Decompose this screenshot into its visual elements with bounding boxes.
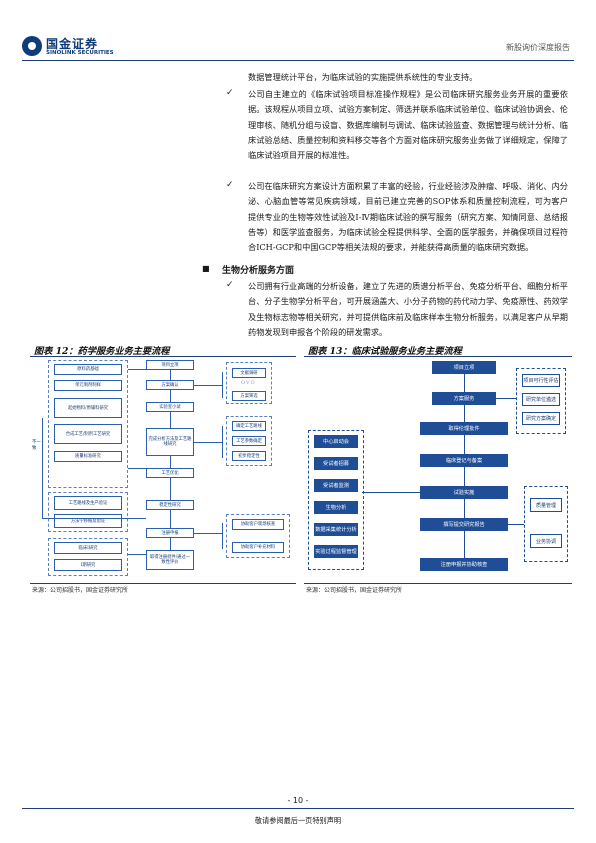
- connector-line: [362, 492, 420, 493]
- decorative-mark: OVO: [241, 380, 256, 386]
- check-icon: ✓: [226, 280, 234, 290]
- figure-12-diagram: 原料药基础 单元制剂制样 起始物料/原辅料研究 合成工艺/制剂工艺研究 质量标准…: [30, 358, 296, 580]
- connector-line: [194, 385, 222, 386]
- left-group-frame: [48, 538, 128, 576]
- flow-box: 方案筛选: [232, 391, 266, 401]
- side-label: 不一致: [32, 440, 41, 451]
- flow-box: 方案确认: [146, 380, 194, 390]
- flow-box: 注册申报: [146, 528, 194, 538]
- logo-text-cn: 国金证券: [46, 37, 99, 51]
- logo-text-en: SINOLINK SECURITIES: [46, 50, 114, 56]
- connector-line: [222, 523, 223, 549]
- company-logo-icon: [22, 36, 42, 56]
- main-flow-line: [464, 368, 465, 568]
- flow-box: 协助客户补充材料: [232, 542, 284, 553]
- flow-box: 注册申报并协助核查: [420, 558, 508, 571]
- figure-13-bottom-rule: [304, 583, 572, 584]
- footer-divider: [22, 808, 574, 809]
- flow-box: 受试者招募: [314, 457, 358, 470]
- right-group-frame: [226, 416, 272, 466]
- flow-box: 业务协调: [530, 534, 562, 548]
- connector-line: [128, 369, 146, 370]
- connector-line: [128, 554, 146, 555]
- bullet-square-icon: ■: [202, 264, 210, 273]
- flow-box: 项目立项: [146, 360, 194, 370]
- left-group-frame: [48, 360, 128, 488]
- flow-box: 工艺优化: [146, 468, 194, 478]
- paragraph-sop: 公司自主建立的《临床试验项目标准操作规程》是公司临床研究服务业务开展的重要依据。…: [248, 89, 568, 161]
- flow-box: 方法学移植及验证: [54, 514, 122, 528]
- flow-box: 实验室小试: [146, 402, 194, 412]
- flow-box: 临床I研究: [54, 542, 122, 554]
- flow-box: 工艺参数确定: [232, 436, 266, 446]
- flow-box: 数据采集统计分析: [314, 523, 358, 536]
- flow-box: 实验过程监督管理: [314, 545, 358, 558]
- connector-line: [508, 524, 524, 525]
- paragraph-0: 数据管理统计平台，为临床试验的实施提供系统性的专业支持。: [248, 72, 478, 82]
- paragraph-bioanalysis: 公司拥有行业高端的分析设备，建立了先进的质谱分析平台、免疫分析平台、细胞分析平台…: [248, 281, 568, 337]
- paragraph-clinical-design: 公司在临床研究方案设计方面积累了丰富的经验，行业经验涉及肿瘤、呼吸、消化、内分泌…: [248, 181, 568, 253]
- flow-box: 方案服务: [432, 392, 496, 405]
- right-group-frame: [226, 514, 290, 558]
- header-divider: [22, 60, 574, 61]
- flow-box: 起始物料/原辅料研究: [54, 398, 122, 418]
- flow-box: 中心启动会: [314, 435, 358, 448]
- figure-12-top-rule: [30, 356, 296, 357]
- connector-line: [222, 372, 223, 398]
- check-icon: ✓: [226, 180, 234, 190]
- flow-box: 临床登记与备案: [420, 454, 508, 467]
- right-group-frame: [524, 486, 568, 562]
- flow-box: 试验实施: [420, 486, 508, 499]
- connector-line: [194, 533, 222, 534]
- flow-box: 质量标准研究: [54, 451, 122, 462]
- right-group-frame: [516, 368, 566, 434]
- disclaimer-note: 敬请参阅最后一页特别声明: [254, 816, 342, 825]
- connector-line: [42, 418, 43, 518]
- flow-box: I期研究: [54, 559, 122, 571]
- figure-13-source: 来源：公司招股书，国金证券研究所: [306, 587, 403, 594]
- section-title: 生物分析服务方面: [222, 266, 295, 276]
- flow-box: 撰写提交研究报告: [420, 518, 508, 531]
- page-number: - 10 -: [287, 796, 309, 805]
- flow-box: 原料药基础: [54, 364, 122, 375]
- figure-13-top-rule: [304, 356, 572, 357]
- connector-line: [194, 442, 222, 443]
- flow-box: 研究方案确定: [522, 412, 560, 425]
- flow-box: 初步稳定性: [232, 451, 266, 461]
- flow-box: 项目立项: [432, 361, 496, 374]
- flow-box: 协助客户现场核查: [232, 519, 284, 530]
- flow-box: 研究单位遴选: [522, 393, 560, 406]
- figure-12-title: 图表 12：药学服务业务主要流程: [34, 346, 170, 357]
- flow-box: 完成分析方法及工艺路线研究: [146, 428, 194, 456]
- flow-box: 取得注册批件/通过一致性评价: [146, 550, 194, 570]
- check-icon: ✓: [226, 88, 234, 98]
- connector-line: [42, 518, 146, 519]
- flow-box: 质量管理: [530, 498, 562, 512]
- flow-box: 单元制剂制样: [54, 380, 122, 391]
- figure-13-title: 图表 13：临床试验服务业务主要流程: [308, 346, 462, 357]
- flow-box: 项目可行性评估: [522, 374, 560, 387]
- right-group-frame: [226, 362, 272, 404]
- figure-12-source: 来源：公司招股书，国金证券研究所: [32, 587, 129, 594]
- flow-box: 生物分析: [314, 501, 358, 514]
- flow-box: 受试者监测: [314, 479, 358, 492]
- figure-12-bottom-rule: [30, 583, 296, 584]
- flow-box: 确定工艺路线: [232, 421, 266, 431]
- report-type-label: 新股询价深度报告: [506, 43, 570, 52]
- figure-13-diagram: 项目立项 方案服务 取得伦理批件 临床登记与备案 试验实施 撰写提交研究报告 注…: [304, 358, 572, 580]
- main-flow-line: [170, 366, 171, 556]
- connector-line: [496, 398, 516, 399]
- flow-box: 合成工艺/制剂工艺研究: [54, 424, 122, 444]
- left-group-frame: [48, 492, 128, 532]
- flow-box: 取得伦理批件: [420, 422, 508, 435]
- connector-line: [128, 468, 146, 469]
- flow-box: 稳定性研究: [146, 500, 194, 510]
- connector-line: [222, 426, 223, 458]
- left-group-frame: [308, 430, 364, 570]
- flow-box: 工艺路线及生产验证: [54, 496, 122, 510]
- flow-box: 文献调研: [232, 368, 266, 378]
